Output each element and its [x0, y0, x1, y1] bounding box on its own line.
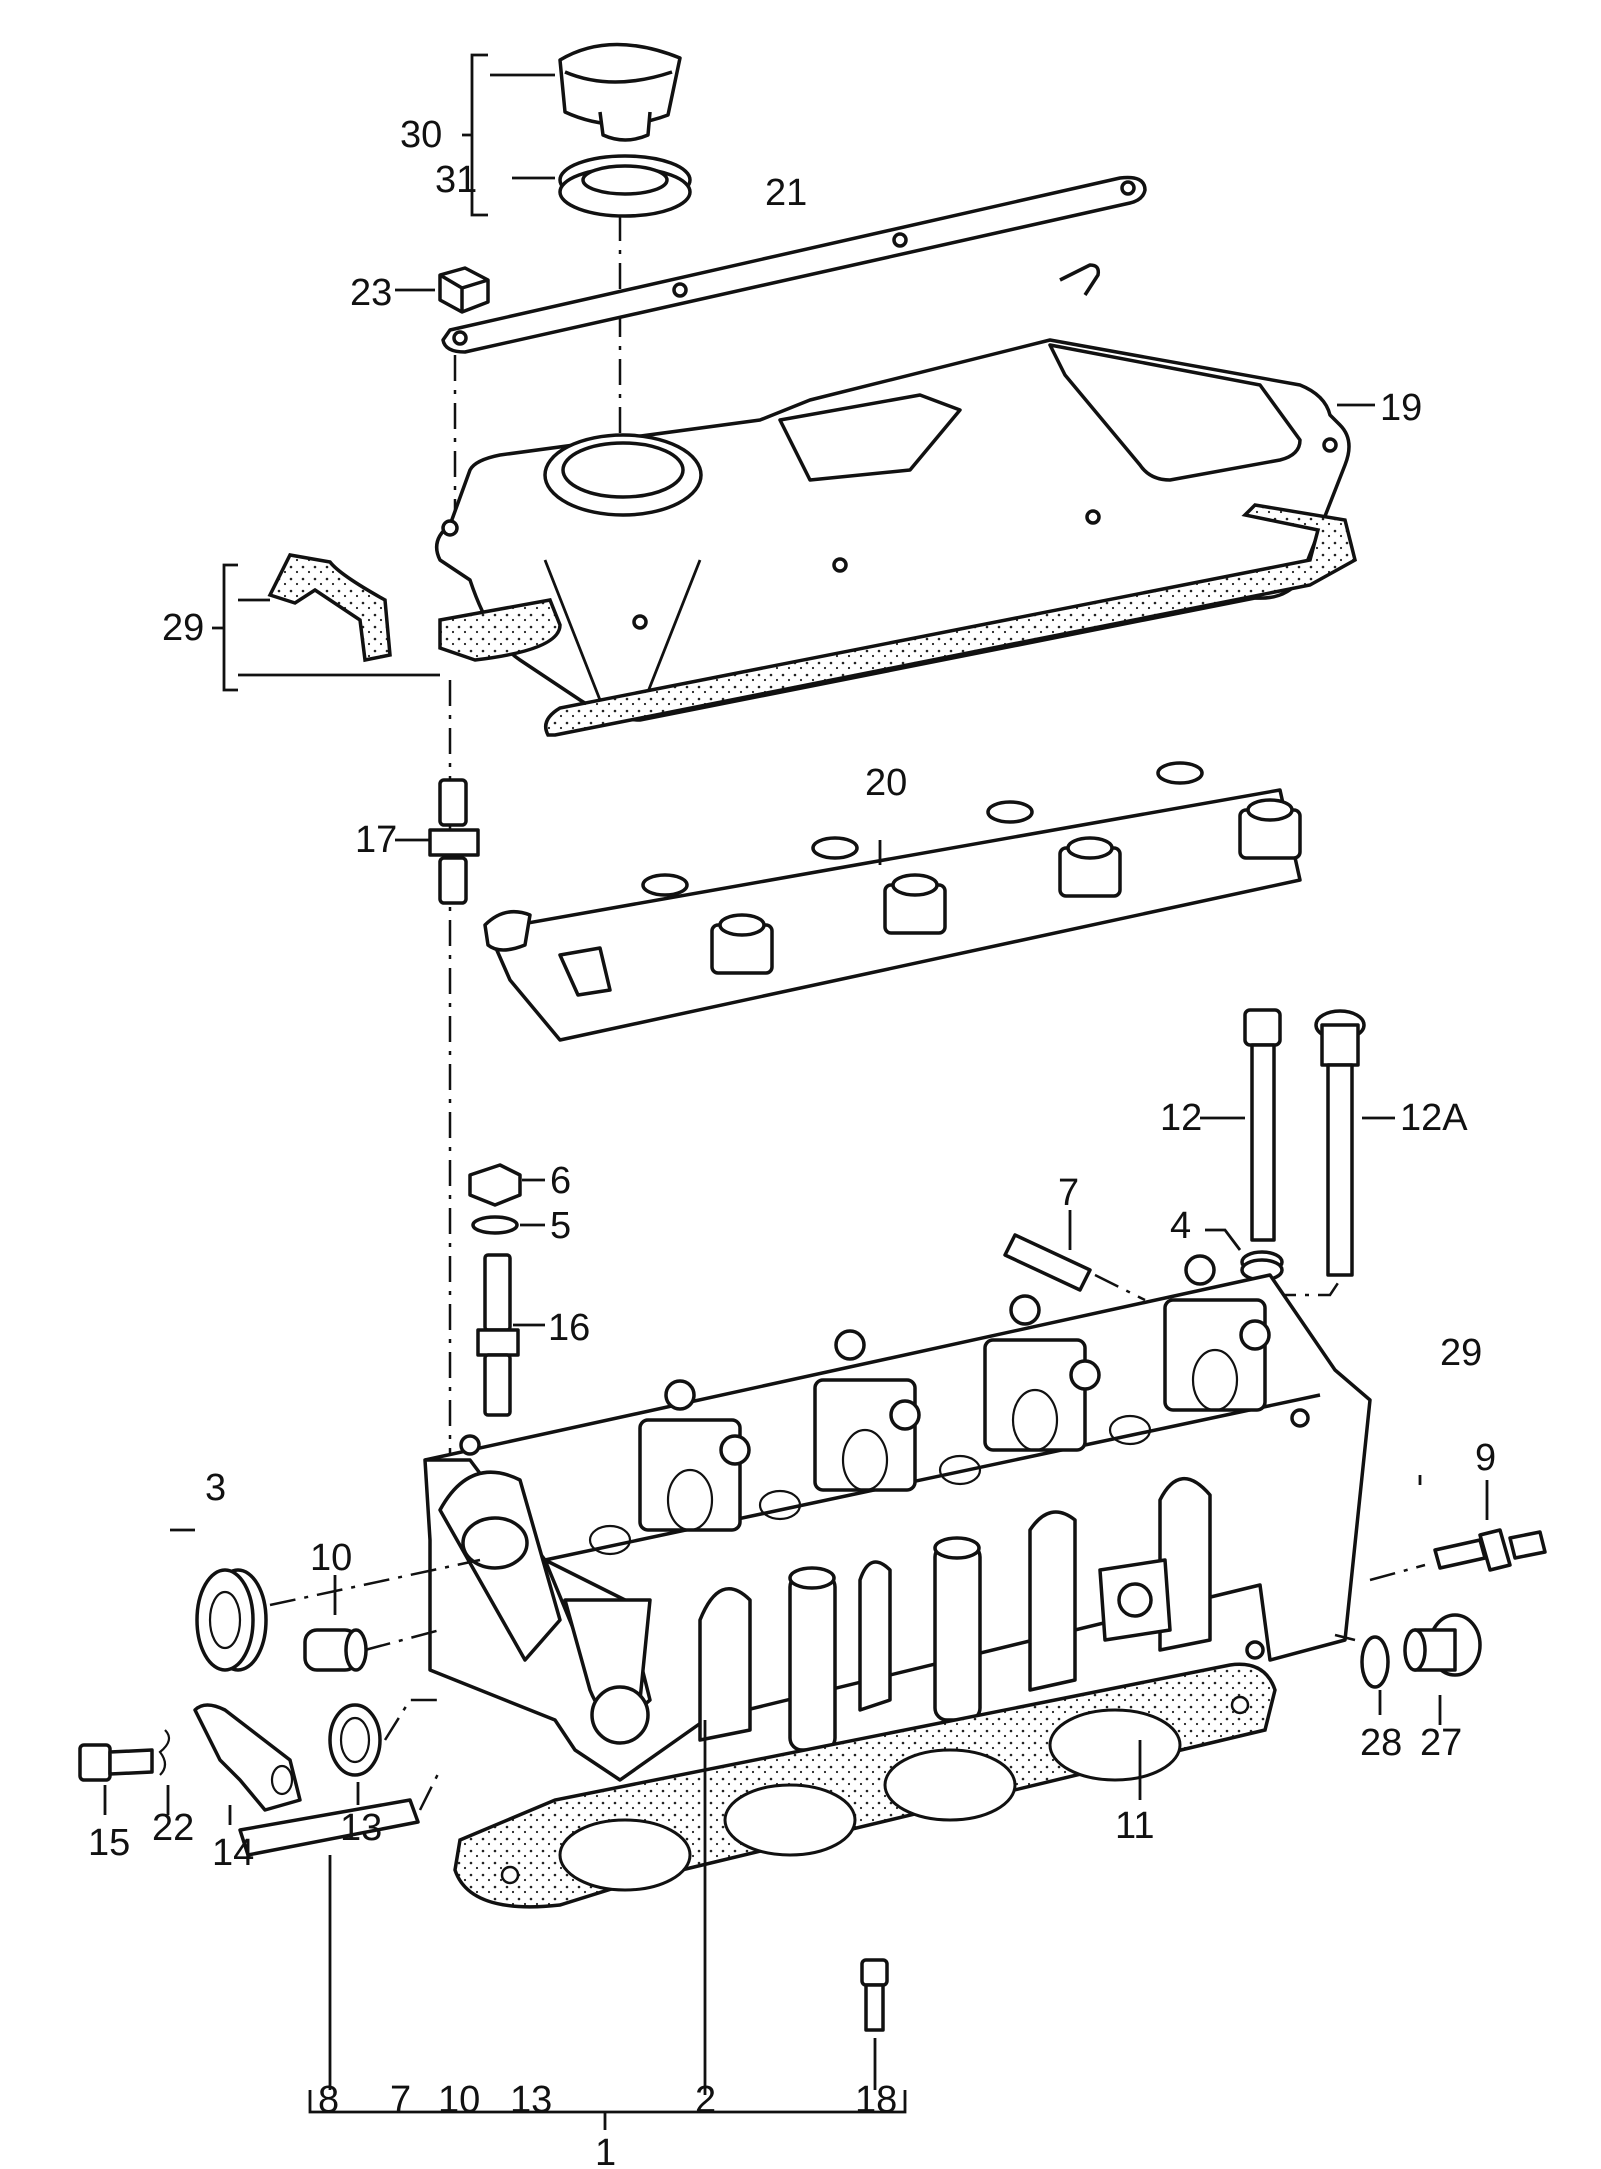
- cylinder-head-bolt-12: [1243, 1008, 1282, 1242]
- camshaft-seal-3: [195, 1568, 268, 1672]
- label-13: 13: [340, 1807, 382, 1849]
- label-20: 20: [865, 762, 907, 804]
- label-30: 30: [400, 114, 442, 156]
- plug-27: [1403, 1613, 1482, 1677]
- nut-6: [468, 1163, 522, 1207]
- valve-guide-18: [860, 1958, 889, 2032]
- bolt-9: [1433, 1528, 1547, 1572]
- label-7-top: 7: [1058, 1172, 1079, 1214]
- label-27: 27: [1420, 1722, 1462, 1764]
- bottom-label-1: 1: [595, 2132, 616, 2169]
- label-31: 31: [435, 159, 477, 201]
- washer-5: [471, 1215, 519, 1235]
- stud-17: [428, 778, 480, 905]
- label-28: 28: [1360, 1722, 1402, 1764]
- bottom-label-13: 13: [510, 2079, 552, 2121]
- label-5: 5: [550, 1205, 571, 1247]
- oil-cap-seal: [558, 154, 692, 218]
- label-19: 19: [1380, 387, 1422, 429]
- cover-nut-23: [438, 266, 490, 314]
- label-22: 22: [152, 1807, 194, 1849]
- label-12: 12: [1160, 1097, 1202, 1139]
- label-11: 11: [1115, 1805, 1154, 1847]
- label-17: 17: [355, 819, 397, 861]
- label-29-right: 29: [1440, 1332, 1482, 1374]
- bottom-label-7: 7: [390, 2079, 411, 2121]
- brace-30: [462, 53, 488, 217]
- label-16: 16: [548, 1307, 590, 1349]
- stud-16: [476, 1253, 520, 1417]
- stud-8: [238, 1798, 420, 1857]
- label-21: 21: [765, 172, 807, 214]
- label-29-top: 29: [162, 607, 204, 649]
- bottom-label-18: 18: [855, 2079, 897, 2121]
- washer-22: [158, 1729, 171, 1776]
- baffle-plate-20: [483, 761, 1302, 1042]
- valve-cover: [434, 263, 1351, 722]
- cylinder-head-bolt-12a: [1314, 1009, 1366, 1277]
- label-6: 6: [550, 1160, 571, 1202]
- cylinder-head: [423, 1254, 1372, 1782]
- brace-29-top: [212, 563, 238, 692]
- stud-7: [1003, 1233, 1092, 1292]
- label-4: 4: [1170, 1205, 1191, 1247]
- bottom-label-10: 10: [438, 2079, 480, 2121]
- label-12a: 12A: [1400, 1097, 1468, 1139]
- washer-28: [1360, 1635, 1390, 1689]
- valve-cover-gasket: [438, 598, 562, 662]
- head-gasket-11: [453, 1662, 1277, 1909]
- plug-10: [303, 1628, 368, 1672]
- bottom-label-2: 2: [695, 2079, 716, 2121]
- label-9: 9: [1475, 1437, 1496, 1479]
- label-15: 15: [88, 1822, 130, 1864]
- seal-13: [328, 1703, 382, 1777]
- label-23: 23: [350, 272, 392, 314]
- bottom-label-8: 8: [318, 2079, 339, 2121]
- cover-gasket-strip-21: [441, 175, 1147, 354]
- label-10: 10: [310, 1537, 352, 1579]
- corner-seal-29: [267, 553, 392, 663]
- label-3: 3: [205, 1467, 226, 1509]
- bolt-15: [78, 1743, 154, 1782]
- assembly-bracket: [308, 2090, 907, 2130]
- bracket-14: [193, 1703, 302, 1812]
- oil-filler-cap: [558, 42, 682, 142]
- label-14: 14: [212, 1832, 254, 1874]
